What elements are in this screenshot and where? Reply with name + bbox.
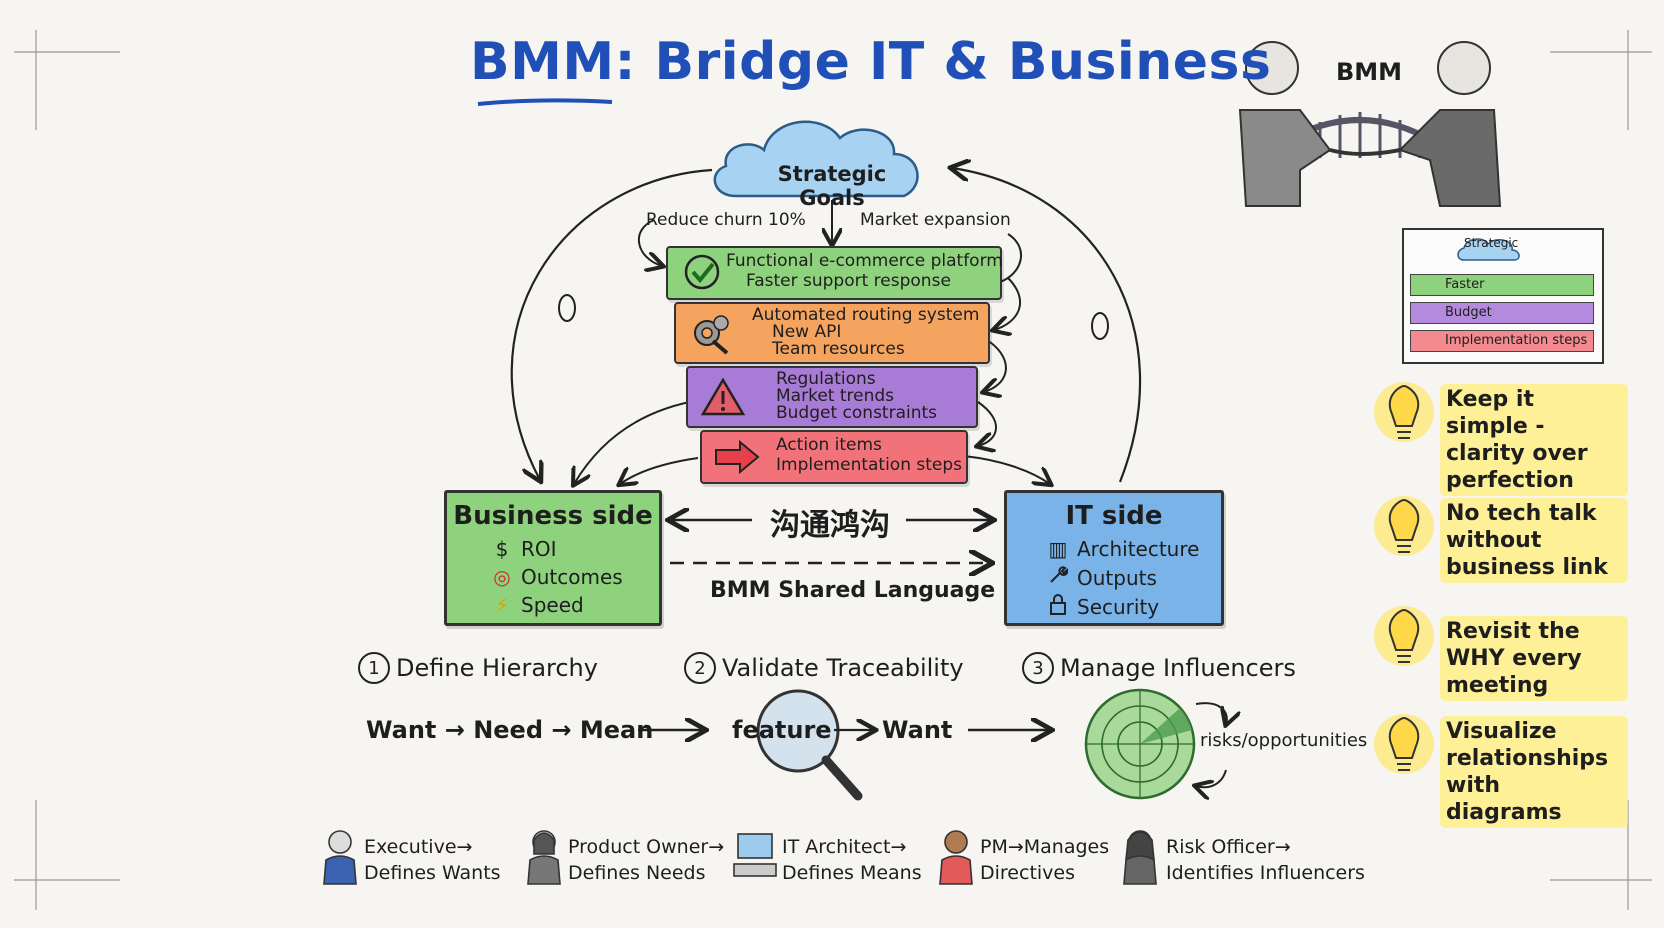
role-line-1: Product Owner→ <box>568 836 725 858</box>
crop-marks <box>14 30 1652 910</box>
role-line-2: Defines Needs <box>568 862 706 884</box>
band-means: Automated routing system New API Team re… <box>674 302 990 364</box>
step-label: Define Hierarchy <box>396 654 598 682</box>
tip-text: Revisit the WHY every meeting <box>1440 616 1628 701</box>
communication-gap-label: 沟通鸿沟 <box>770 508 890 543</box>
band-needs-line-1: Functional e-commerce platform <box>726 251 1003 271</box>
business-item-label: Speed <box>521 593 584 617</box>
role-line-2: Directives <box>980 862 1075 884</box>
business-item-label: Outcomes <box>521 565 623 589</box>
business-item-speed: ⚡ Speed <box>491 593 584 617</box>
business-side-title: Business side <box>453 501 653 531</box>
radar-icon <box>1084 688 1227 798</box>
business-item-label: ROI <box>521 537 557 561</box>
it-item-label: Security <box>1077 594 1160 619</box>
it-item-security: Security <box>1047 593 1159 620</box>
cloud-shape <box>713 120 919 198</box>
illustration-label: BMM <box>1336 58 1403 86</box>
role-line-2: Defines Wants <box>364 862 501 884</box>
wrench-icon <box>1047 565 1069 590</box>
it-item-architecture: ▥ Architecture <box>1047 537 1200 561</box>
tip-revisit-why: Revisit the WHY every meeting <box>1440 616 1628 701</box>
band-directives-line-1: Action items <box>776 435 882 455</box>
business-item-outcomes: ◎ Outcomes <box>491 565 623 589</box>
band-influencers-line-3: Budget constraints <box>776 403 938 423</box>
role-line-2: Identifies Influencers <box>1166 862 1365 884</box>
step-number: 1 <box>358 652 390 684</box>
tip-keep-simple: Keep it simple - clarity over perfection <box>1440 384 1628 496</box>
arrow-right-icon <box>714 438 760 476</box>
tip-visualize: Visualize relationships with diagrams <box>1440 716 1628 828</box>
lightning-icon: ⚡ <box>494 593 510 617</box>
band-influencers-line-1: Regulations <box>776 369 876 389</box>
thumb-row-1: Faster <box>1410 274 1594 296</box>
loop-left <box>510 168 713 480</box>
handshake-illustration <box>1238 41 1502 207</box>
band-means-line-1: Automated routing system <box>752 305 980 325</box>
step-label: Validate Traceability <box>722 654 964 682</box>
trace-feature: feature <box>732 716 832 744</box>
step-validate-traceability: 2 Validate Traceability <box>684 652 964 684</box>
it-item-label: Outputs <box>1077 565 1157 590</box>
band-influencers: Regulations Market trends Budget constra… <box>686 366 978 428</box>
step-number: 2 <box>684 652 716 684</box>
title-underline <box>477 98 613 106</box>
tip-text: No tech talk without business link <box>1440 498 1628 583</box>
role-line-2: Defines Means <box>782 862 922 884</box>
step-number: 3 <box>1022 652 1054 684</box>
step-label: Manage Influencers <box>1060 654 1296 682</box>
shared-language-label: BMM Shared Language <box>710 578 996 603</box>
band-directives-line-2: Implementation steps <box>776 455 963 475</box>
hierarchy-flow: Want → Need → Mean <box>366 716 654 744</box>
band-directives: Action items Implementation steps <box>700 430 968 484</box>
warning-icon <box>700 376 746 418</box>
it-item-outputs: Outputs <box>1047 565 1157 590</box>
band-means-line-2: New API <box>772 322 842 342</box>
thumb-row-2: Budget <box>1410 302 1594 324</box>
it-item-label: Architecture <box>1077 537 1200 561</box>
gears-wrench-icon <box>686 310 732 356</box>
dollar-icon: $ <box>495 537 509 561</box>
role-figures <box>323 830 1157 885</box>
strategic-goals-label: Strategic Goals <box>777 162 887 210</box>
page-title: BMM: Bridge IT & Business <box>470 32 1272 92</box>
step-manage-influencers: 3 Manage Influencers <box>1022 652 1296 684</box>
role-it-architect: IT Architect→ Defines Means <box>782 834 922 886</box>
tip-text: Visualize relationships with diagrams <box>1440 716 1628 828</box>
role-executive: Executive→ Defines Wants <box>364 834 501 886</box>
role-line-1: Risk Officer→ <box>1166 836 1291 858</box>
role-line-1: Executive→ <box>364 836 473 858</box>
loop-right <box>952 168 1142 483</box>
role-product-owner: Product Owner→ Defines Needs <box>568 834 724 886</box>
thumbnail-preview: Strategic Faster Budget Implementation s… <box>1402 228 1604 364</box>
tip-no-tech-talk: No tech talk without business link <box>1440 498 1628 583</box>
role-line-1: IT Architect→ <box>782 836 907 858</box>
role-line-1: PM→Manages <box>980 836 1110 858</box>
tip-text: Keep it simple - clarity over perfection <box>1440 384 1628 496</box>
business-side-box: Business side $ ROI ◎ Outcomes ⚡ Speed <box>444 490 662 626</box>
target-icon: ◎ <box>493 565 511 589</box>
band-needs: Functional e-commerce platform Faster su… <box>666 246 1003 300</box>
lightbulbs <box>1374 382 1434 774</box>
goal-reduce-churn: Reduce churn 10% <box>646 210 806 230</box>
business-item-roi: $ ROI <box>491 537 557 561</box>
band-influencers-line-2: Market trends <box>776 386 895 406</box>
step-define-hierarchy: 1 Define Hierarchy <box>358 652 598 684</box>
lock-icon <box>1047 593 1069 620</box>
it-side-title: IT side <box>1065 501 1163 531</box>
thumb-row-3: Implementation steps <box>1410 330 1594 352</box>
trace-want: Want <box>882 716 953 744</box>
goal-market-expansion: Market expansion <box>860 210 1011 230</box>
role-risk-officer: Risk Officer→ Identifies Influencers <box>1166 834 1365 886</box>
building-icon: ▥ <box>1048 537 1068 561</box>
radar-label: risks/opportunities <box>1200 730 1368 751</box>
thumb-title: Strategic <box>1464 236 1519 250</box>
it-side-box: IT side ▥ Architecture Outputs Security <box>1004 490 1224 626</box>
band-means-line-3: Team resources <box>772 339 905 359</box>
band-needs-line-2: Faster support response <box>746 271 951 291</box>
checkmark-icon <box>682 252 722 292</box>
magnifier-icon <box>756 689 874 801</box>
